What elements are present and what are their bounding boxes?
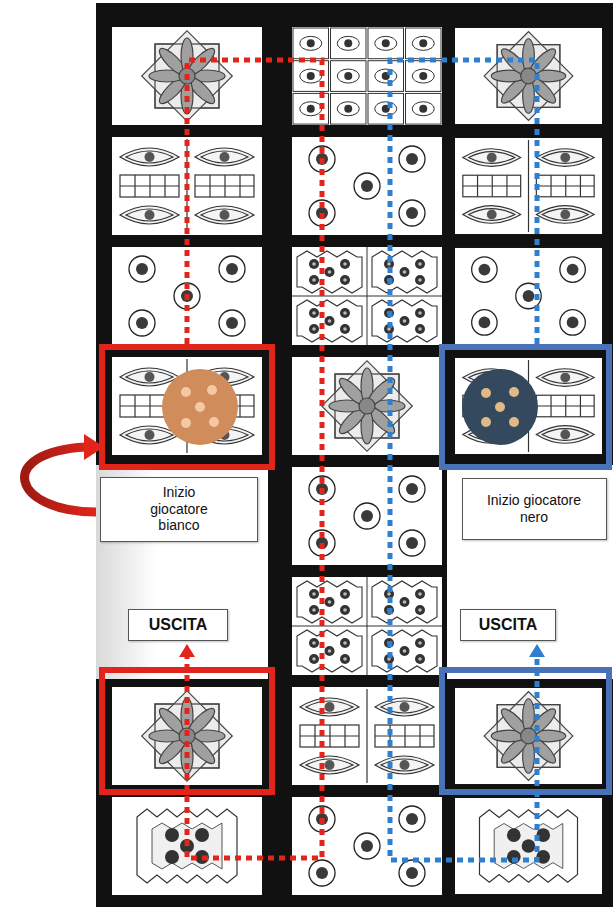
label-text: Inizio giocatore nero	[474, 492, 594, 526]
white-exit-arrowhead	[179, 644, 195, 657]
label-box: USCITA	[460, 609, 556, 641]
label-box: Inizio giocatore bianco	[100, 477, 258, 542]
exit-square-black	[442, 670, 609, 792]
black-exit-arrowhead	[529, 644, 545, 657]
label-box: USCITA	[128, 609, 228, 641]
white-piece	[162, 369, 238, 445]
board-frame	[96, 3, 613, 907]
board-gap	[447, 465, 613, 679]
white-route	[187, 60, 322, 858]
label-text: Inizio giocatore bianco	[134, 484, 224, 534]
label-text: USCITA	[149, 615, 207, 634]
start-square-white	[102, 347, 272, 467]
black-piece	[462, 369, 538, 445]
tiles	[112, 27, 602, 895]
label-box: Inizio giocatore nero	[462, 478, 607, 540]
start-arrowhead	[84, 434, 104, 460]
board-gap	[96, 465, 268, 679]
start-square-black	[442, 347, 609, 467]
label-text: USCITA	[479, 615, 537, 634]
black-route	[390, 60, 537, 860]
